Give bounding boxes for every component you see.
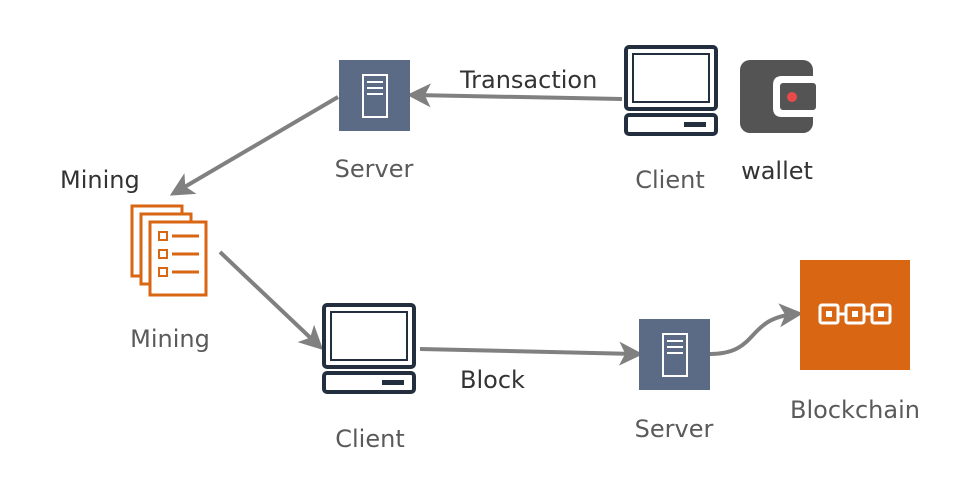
edge-label-block: Block — [460, 366, 525, 394]
computer-icon — [624, 45, 718, 136]
blockchain-icon — [800, 260, 910, 370]
client-top-label: Client — [635, 166, 705, 194]
edge-server-to-mining — [169, 95, 340, 196]
server-bottom-label: Server — [634, 415, 714, 443]
edge-label-transaction: Transaction — [460, 66, 598, 94]
mining-label: Mining — [130, 325, 210, 353]
edge-transaction — [406, 83, 623, 108]
server-icon — [339, 60, 410, 131]
computer-icon — [322, 303, 416, 394]
server-top-label: Server — [334, 155, 414, 183]
blockchain-label: Blockchain — [790, 396, 920, 424]
edge-block — [419, 341, 644, 366]
documents-list-icon — [130, 204, 208, 297]
edge-server-to-blockchain — [709, 303, 804, 356]
wallet-label: wallet — [741, 157, 813, 185]
server-icon — [639, 319, 710, 390]
edge-mining-to-client — [218, 250, 324, 350]
wallet-icon — [740, 60, 816, 133]
client-bottom-label: Client — [335, 425, 405, 453]
mining-title: Mining — [60, 166, 140, 194]
